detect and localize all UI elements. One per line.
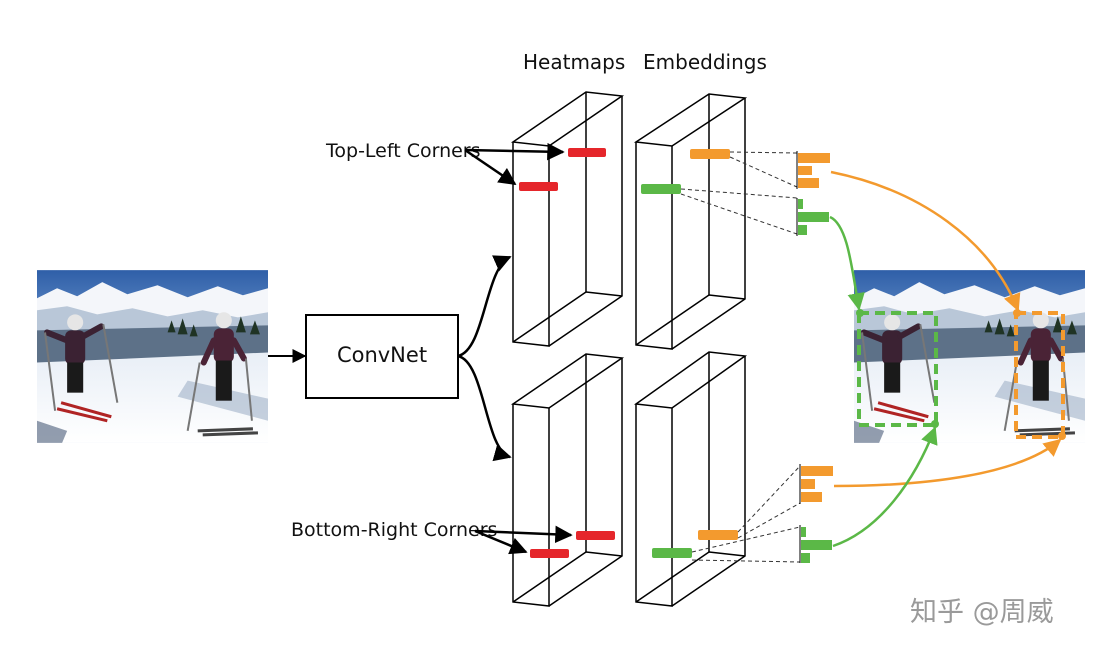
embedding-box-bottom <box>633 351 748 607</box>
embedding-mark-top-orange <box>690 149 730 159</box>
grouping-arrow-orange-bottom <box>833 438 1062 488</box>
embedding-histogram-bottom-orange <box>799 464 833 504</box>
projection-lines-bottom <box>691 465 801 563</box>
embedding-mark-bottom-green <box>652 548 692 558</box>
branch-arrow-top <box>457 255 512 358</box>
detection-box-green <box>857 311 938 427</box>
top-left-corners-label: Top-Left Corners <box>325 140 481 162</box>
embedding-box-top <box>633 93 748 350</box>
grouping-arrow-green-bottom <box>832 426 938 548</box>
convnet-box: ConvNet <box>305 314 459 399</box>
heatmap-mark-bottom-a <box>576 531 615 540</box>
bottom-right-arrow-a <box>474 525 573 544</box>
output-photo <box>854 270 1085 443</box>
embedding-histogram-top-green <box>796 198 829 236</box>
grouping-arrow-orange-top <box>830 170 1021 312</box>
embedding-mark-top-green <box>641 184 681 194</box>
detection-box-orange <box>1014 311 1065 439</box>
convnet-label: ConvNet <box>337 343 427 367</box>
embedding-histogram-bottom-green <box>799 525 832 563</box>
heatmap-mark-top-a <box>568 148 606 157</box>
heatmap-mark-top-b <box>519 182 558 191</box>
top-left-arrow-a <box>464 142 565 161</box>
corner-point-green-br <box>931 420 939 428</box>
bottom-right-corners-label: Bottom-Right Corners <box>291 519 497 541</box>
grouping-arrow-green-top <box>829 215 865 311</box>
corner-point-orange-br <box>1058 432 1066 440</box>
watermark: 知乎 @周威 <box>910 597 1054 628</box>
projection-lines-top <box>680 151 798 235</box>
embedding-mark-bottom-orange <box>698 530 738 540</box>
heatmap-mark-bottom-b <box>530 549 569 558</box>
bottom-right-arrow-b <box>474 529 528 555</box>
heatmap-box-bottom <box>510 353 625 607</box>
branch-arrow-bottom <box>457 354 512 462</box>
embedding-histogram-top-orange <box>796 151 830 189</box>
top-left-arrow-b <box>464 148 517 186</box>
embeddings-header: Embeddings <box>643 50 767 74</box>
heatmaps-header: Heatmaps <box>523 50 625 74</box>
corner-point-green-tl <box>856 309 864 317</box>
input-photo <box>37 270 268 443</box>
heatmap-box-top <box>510 91 625 347</box>
